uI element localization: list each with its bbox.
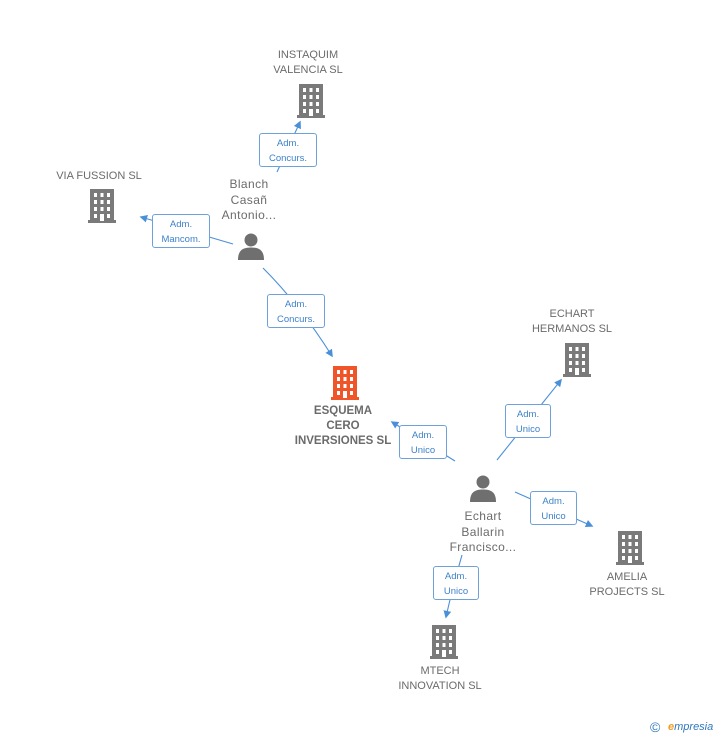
node-label-via-fussion: VIA FUSSION SL <box>56 170 142 182</box>
person-icon[interactable] <box>469 474 497 502</box>
copyright-icon: © <box>650 719 661 735</box>
node-label-amelia: AMELIA PROJECTS SL <box>589 571 665 598</box>
building-icon[interactable] <box>616 531 644 565</box>
person-icon[interactable] <box>237 232 265 260</box>
node-label-mtech: MTECH INNOVATION SL <box>398 665 482 692</box>
node-label-echart-person: Echart Ballarin Francisco... <box>449 509 517 554</box>
node-label-blanch: Blanch Casañ Antonio... <box>221 177 277 222</box>
edge-label-echart-hermanos[interactable]: Adm. Unico <box>505 404 551 438</box>
node-label-echart-hermanos: ECHART HERMANOS SL <box>531 308 613 335</box>
building-icon[interactable] <box>430 625 458 659</box>
building-icon-focus[interactable] <box>331 366 359 400</box>
edge-label-echart-amelia[interactable]: Adm. Unico <box>530 491 577 525</box>
edge-label-blanch-instaquim[interactable]: Adm. Concurs. <box>259 133 317 167</box>
node-label-instaquim: INSTAQUIM VALENCIA SL <box>273 49 343 76</box>
edge-label-blanch-esquema[interactable]: Adm. Concurs. <box>267 294 325 328</box>
edge-label-echart-mtech[interactable]: Adm. Unico <box>433 566 479 600</box>
building-icon[interactable] <box>88 189 116 223</box>
building-icon[interactable] <box>297 84 325 118</box>
edge-label-blanch-via[interactable]: Adm. Mancom. <box>152 214 210 248</box>
building-icon[interactable] <box>563 343 591 377</box>
brand-logo[interactable]: empresia <box>668 721 714 733</box>
edge-label-echart-esquema[interactable]: Adm. Unico <box>399 425 447 459</box>
node-label-esquema: ESQUEMA CERO INVERSIONES SL <box>294 405 392 447</box>
